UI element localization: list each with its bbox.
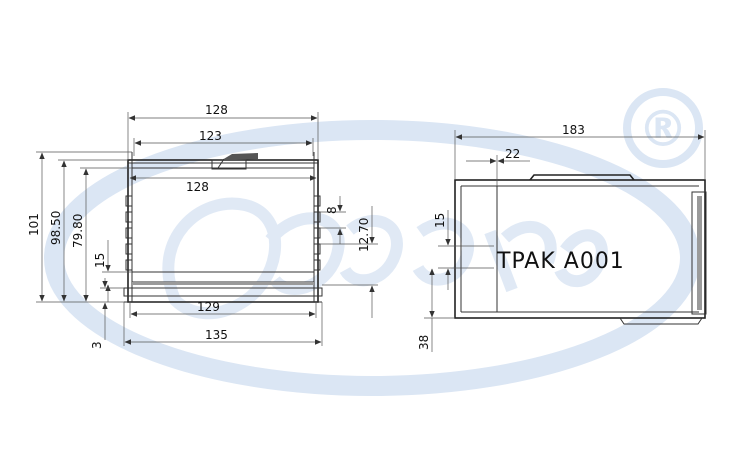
side-view: TPAK A001 183 22 15 38 (417, 123, 707, 352)
dim-label-135: 135 (205, 328, 228, 342)
dim-123: 123 (133, 129, 314, 156)
dim-128-top: 128 (127, 103, 319, 160)
dim-label-128-inner: 128 (186, 180, 209, 194)
dim-79-80: 79.80 (71, 167, 132, 302)
dim-183: 183 (454, 123, 706, 180)
dim-label-3: 3 (90, 341, 104, 349)
dim-15-front: 15 (93, 240, 132, 302)
dim-128-inner: 128 (129, 175, 317, 194)
dim-8: 8 (320, 196, 346, 244)
latch-icon (211, 153, 258, 170)
watermark: ® (44, 88, 703, 396)
dim-label-12-70: 12.70 (357, 218, 371, 252)
dim-129: 129 (129, 300, 317, 318)
dim-label-22: 22 (505, 147, 520, 161)
front-body-outline (127, 159, 319, 303)
part-label: TPAK A001 (496, 249, 625, 274)
dim-label-129: 129 (197, 300, 220, 314)
dim-3: 3 (90, 278, 124, 349)
front-view: 128 123 128 129 135 (27, 103, 378, 349)
dim-label-123: 123 (199, 129, 222, 143)
dim-label-15-side: 15 (433, 213, 447, 228)
dim-135: 135 (123, 302, 323, 346)
dim-label-183: 183 (562, 123, 585, 137)
side-body-outline (454, 179, 706, 319)
registered-mark: ® (638, 100, 688, 158)
dim-label-101: 101 (27, 213, 41, 236)
right-ribs (313, 195, 321, 271)
dim-label-79-80: 79.80 (71, 214, 85, 248)
dim-label-38: 38 (417, 335, 431, 350)
dim-101: 101 (27, 151, 132, 303)
left-ribs (125, 195, 133, 271)
dim-15-side: 15 (433, 210, 494, 290)
dim-98-50: 98.50 (49, 159, 128, 302)
dim-label-98-50: 98.50 (49, 211, 63, 245)
registered-mark-icon: ® (623, 88, 703, 168)
dim-38: 38 (417, 268, 455, 352)
dim-label-8: 8 (325, 206, 339, 214)
dim-12-70: 12.70 (320, 206, 378, 318)
dim-22: 22 (466, 147, 530, 186)
dim-label-128-top: 128 (205, 103, 228, 117)
dim-label-15-front: 15 (93, 253, 107, 268)
